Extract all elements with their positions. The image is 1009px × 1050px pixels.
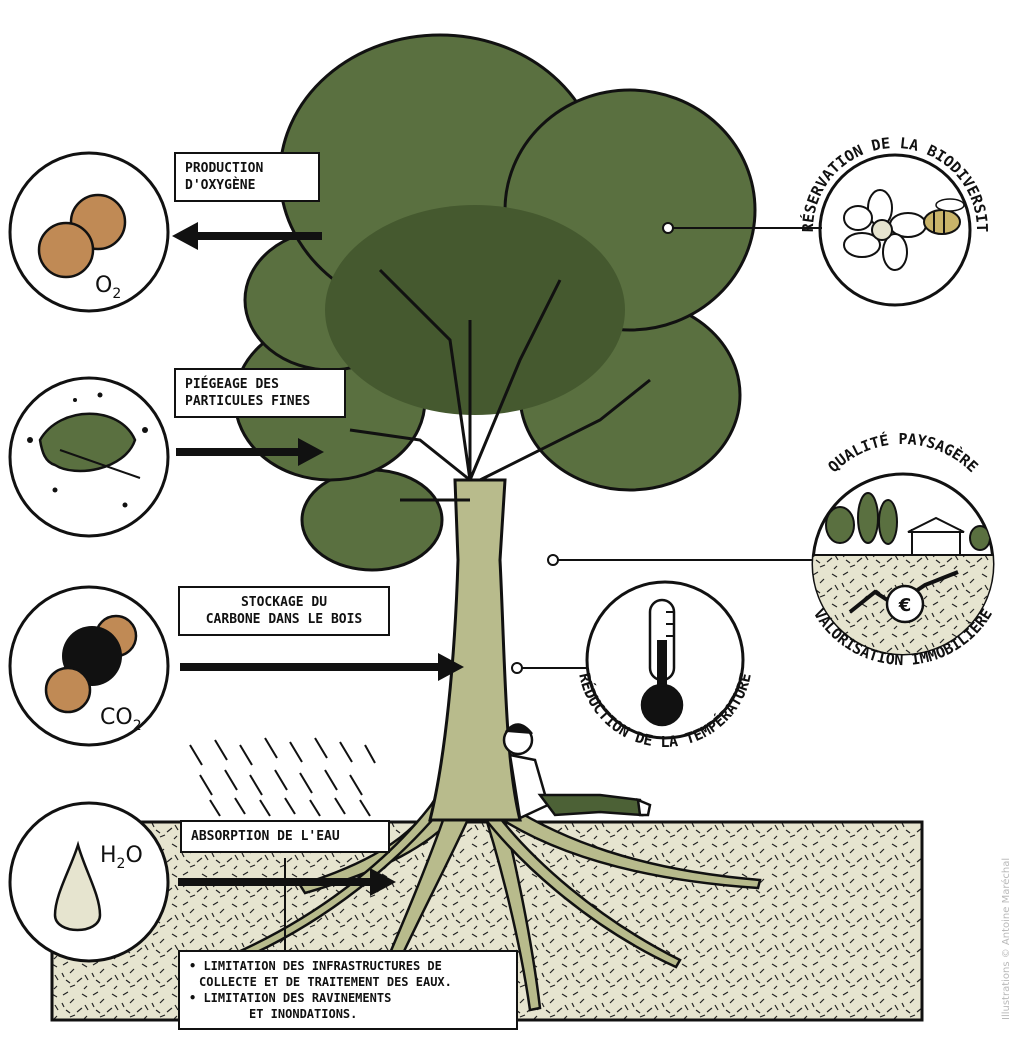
water-benefit-line-2: COLLECTE ET DE TRAITEMENT DES EAUX. xyxy=(189,974,507,990)
water-benefit-line-3: • LIMITATION DES RAVINEMENTS xyxy=(189,990,507,1006)
water-benefit-line-4: ET INONDATIONS. xyxy=(189,1006,507,1022)
flower-bee-icon xyxy=(820,155,970,305)
water-benefits-label: • LIMITATION DES INFRASTRUCTURES DE COLL… xyxy=(178,950,518,1030)
credit-text: Illustrations © Antoine Maréchal xyxy=(1001,858,1009,1020)
landscape-connector xyxy=(548,555,813,565)
water-label-line-1: ABSORPTION DE L'EAU xyxy=(191,828,379,845)
water-absorption-label: ABSORPTION DE L'EAU xyxy=(180,820,390,853)
water-benefit-line-1: • LIMITATION DES INFRASTRUCTURES DE xyxy=(189,958,507,974)
oxygen-production-label: PRODUCTION D'OXYGÈNE xyxy=(174,152,320,202)
temperature-connector xyxy=(512,663,588,673)
leaf-particles-icon xyxy=(10,378,168,536)
landscape-label: QUALITÉ PAYSAGÈRE xyxy=(824,430,981,476)
illustration-credit: Illustrations © Antoine Maréchal xyxy=(987,830,1007,1020)
co2-molecule-icon: CO2 xyxy=(10,587,168,745)
rain-icon xyxy=(190,738,375,816)
carbon-storage-label: STOCKAGE DU CARBONE DANS LE BOIS xyxy=(178,586,390,636)
oxygen-label-line-2: D'OXYGÈNE xyxy=(185,177,309,194)
tree-trunk xyxy=(430,480,520,820)
oxygen-label-line-1: PRODUCTION xyxy=(185,160,309,177)
carbon-arrow xyxy=(180,653,464,681)
particles-label-line-2: PARTICULES FINES xyxy=(185,393,335,410)
particles-label-line-1: PIÉGEAGE DES xyxy=(185,376,335,393)
euro-symbol: € xyxy=(898,595,912,616)
carbon-label-line-2: CARBONE DANS LE BOIS xyxy=(189,611,379,628)
carbon-label-line-1: STOCKAGE DU xyxy=(189,594,379,611)
oxygen-molecule-icon: O2 xyxy=(10,153,168,311)
water-drop-icon: H2O xyxy=(10,803,168,961)
particles-trapping-label: PIÉGEAGE DES PARTICULES FINES xyxy=(174,368,346,418)
